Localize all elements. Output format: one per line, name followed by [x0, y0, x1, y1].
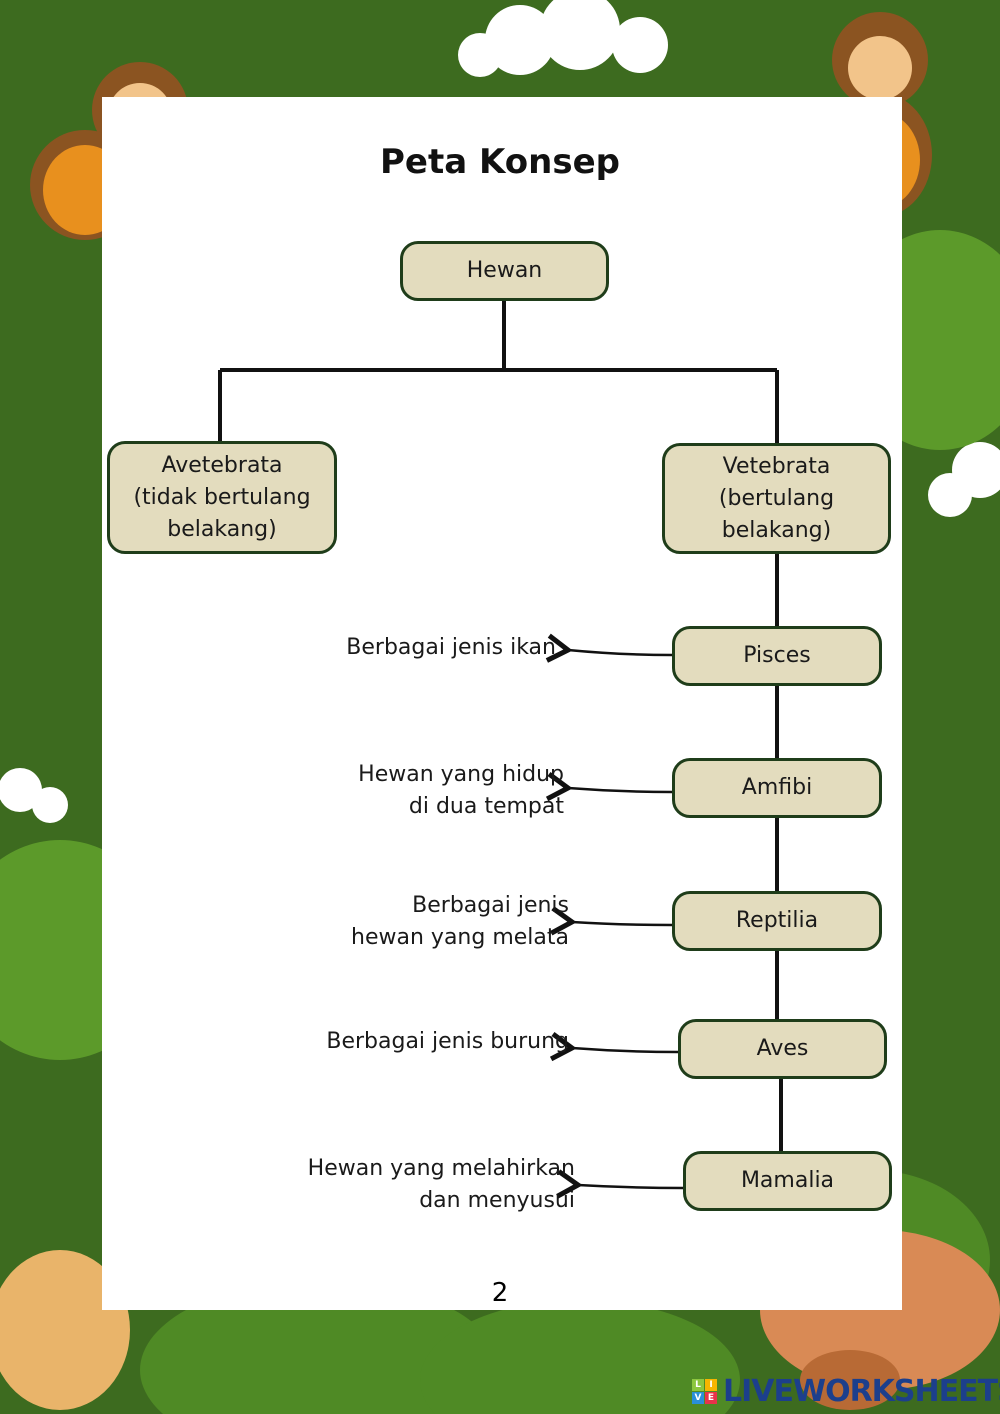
connector-root [218, 300, 779, 443]
arrow-reptilia [550, 906, 673, 936]
label-reptilia: Berbagai jenis hewan yang melata [351, 893, 569, 950]
cloud-top [458, 0, 668, 77]
node-aves: Aves [678, 1019, 887, 1079]
node-pisces: Pisces [672, 626, 882, 686]
node-vetebrata: Vetebrata (bertulang belakang) [662, 443, 891, 554]
page-number: 2 [491, 1278, 509, 1308]
label-aves: Berbagai jenis burung [326, 1029, 569, 1054]
arrow-aves [549, 1032, 679, 1062]
node-amfibi: Amfibi [672, 758, 882, 818]
label-mamalia: Hewan yang melahirkan dan menyusui [307, 1156, 575, 1213]
cloud-left [0, 768, 68, 823]
arrow-mamalia [556, 1169, 684, 1199]
node-reptilia: Reptilia [672, 891, 882, 951]
arrow-pisces [545, 633, 673, 663]
page-title: Peta Konsep [380, 142, 620, 182]
label-pisces: Berbagai jenis ikan [346, 635, 556, 660]
node-hewan: Hewan [400, 241, 609, 301]
label-amfibi: Hewan yang hidup di dua tempat [358, 762, 564, 819]
node-avetebrata: Avetebrata (tidak bertulang belakang) [107, 441, 337, 554]
watermark-text: LIVEWORKSHEETS [723, 1374, 1000, 1409]
cloud-right [928, 442, 1000, 517]
arrow-amfibi [545, 771, 673, 802]
node-mamalia: Mamalia [683, 1151, 892, 1211]
